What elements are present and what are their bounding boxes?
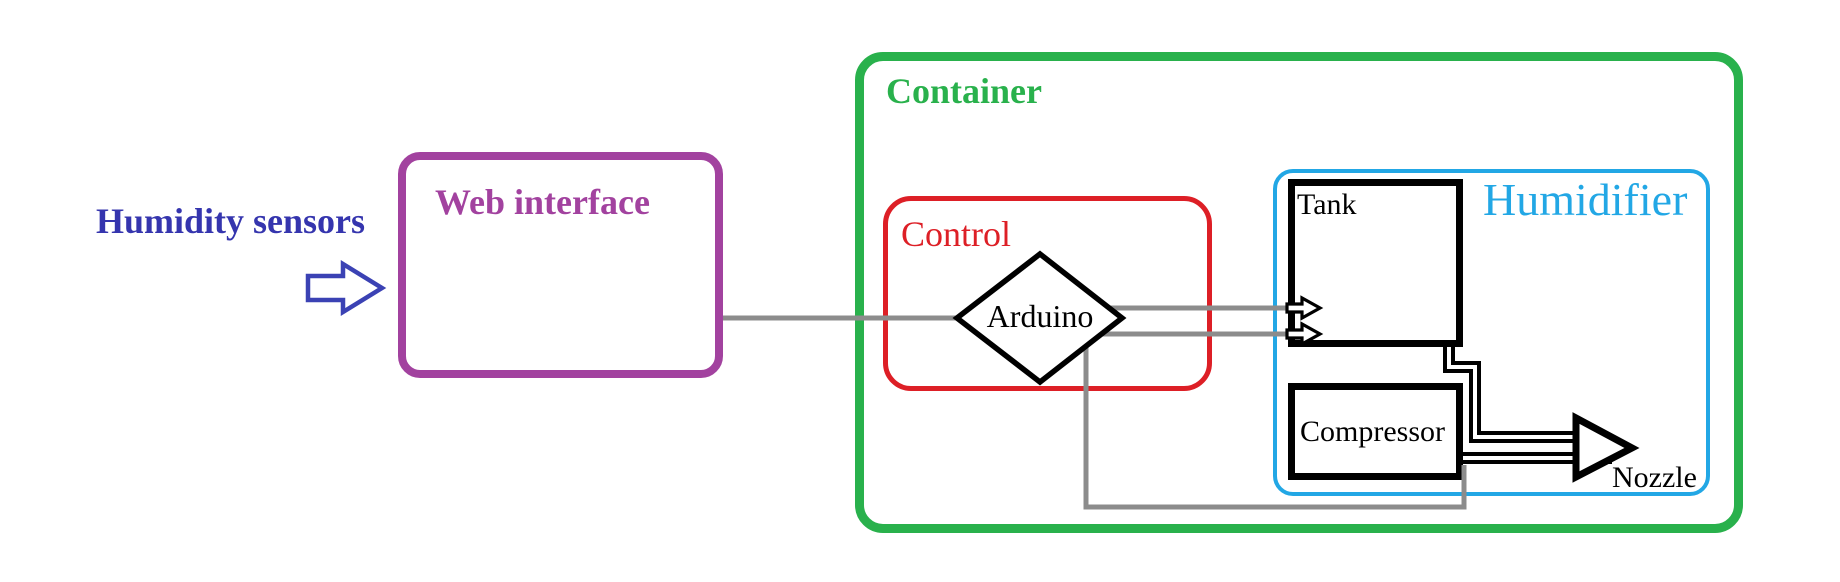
tank-box [1288, 179, 1463, 347]
compressor-label: Compressor [1300, 415, 1445, 448]
nozzle-label: Nozzle [1612, 461, 1697, 494]
tank-label: Tank [1297, 188, 1357, 221]
web-interface-box [398, 152, 723, 378]
container-label: Container [886, 71, 1042, 111]
web-interface-label: Web interface [435, 182, 650, 222]
humidity-arrow-icon [305, 259, 387, 317]
arduino-label: Arduino [986, 298, 1094, 334]
control-label: Control [901, 214, 1012, 254]
humidifier-label: Humidifier [1483, 174, 1688, 225]
control-box [883, 196, 1212, 391]
container-box [855, 52, 1743, 533]
humidity-sensors-label: Humidity sensors [96, 201, 366, 241]
